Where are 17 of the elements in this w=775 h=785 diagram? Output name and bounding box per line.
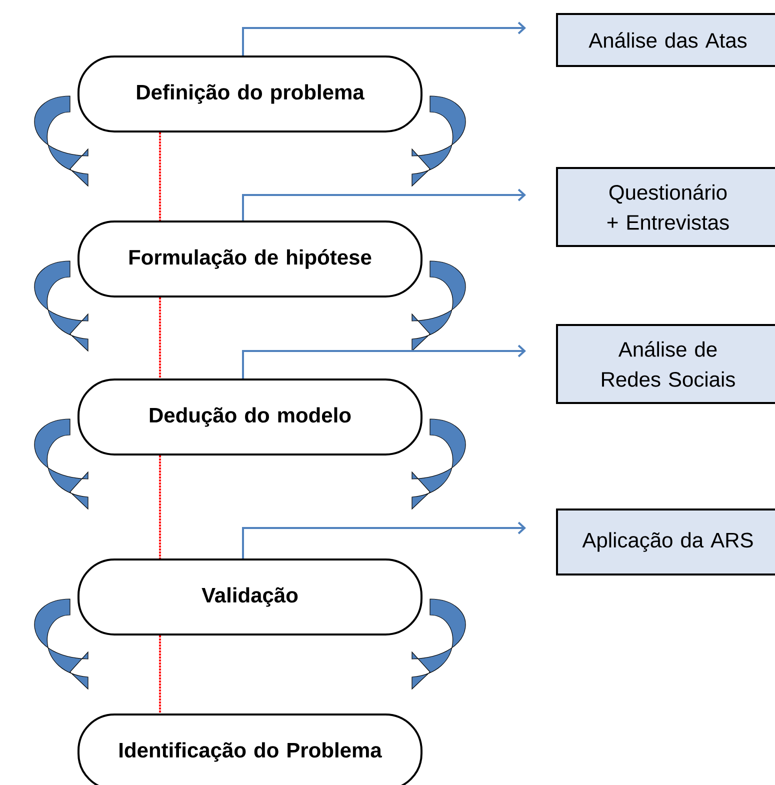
method-box: Análise das Atas [556,13,775,67]
arrow [242,344,526,378]
dotted-line [159,636,161,714]
method-box: Questionário + Entrevistas [556,167,775,247]
process-box: Dedução do modelo [78,378,422,456]
method-box: Aplicação da ARS [556,508,775,576]
process-box: Formulação de hipótese [78,220,422,298]
dotted-line [159,456,161,558]
process-box: Identificação do Problema [78,714,422,785]
arrow [242,22,526,56]
dotted-line [159,132,161,220]
method-box: Análise de Redes Sociais [556,324,775,404]
process-box: Definição do problema [78,56,422,132]
process-box: Validação [78,558,422,636]
arrow [242,522,526,558]
dotted-line [159,298,161,378]
arrow [242,188,526,220]
